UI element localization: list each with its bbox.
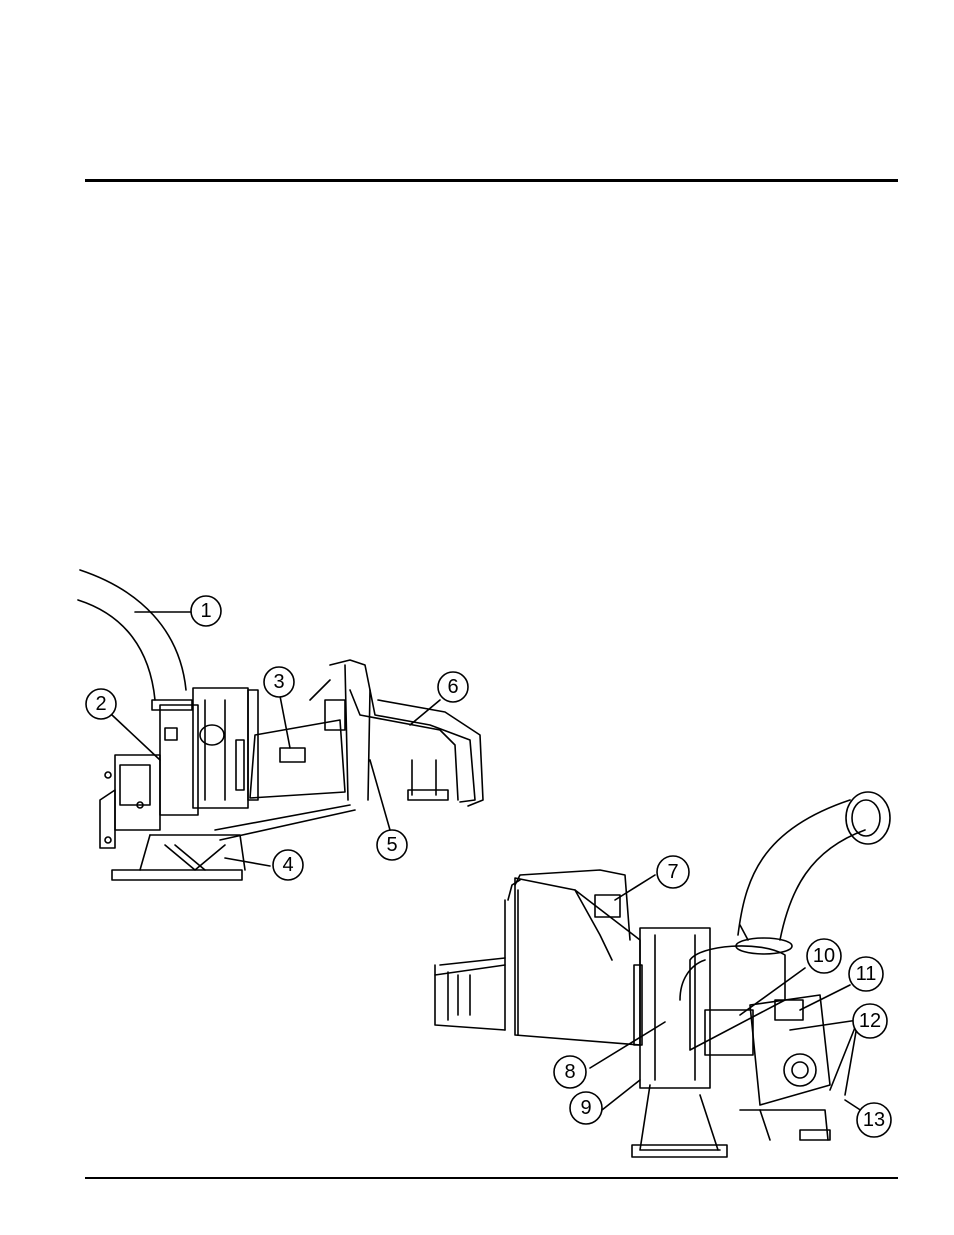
callout-9: 9	[569, 1091, 603, 1125]
callout-11: 11	[848, 956, 884, 992]
rear-view-machine	[434, 791, 891, 1158]
svg-text:3: 3	[273, 671, 284, 693]
svg-text:9: 9	[580, 1097, 591, 1119]
svg-text:8: 8	[564, 1061, 575, 1083]
callout-5: 5	[376, 829, 408, 861]
svg-text:10: 10	[813, 945, 835, 967]
callout-6: 6	[437, 671, 469, 703]
svg-text:13: 13	[863, 1109, 885, 1131]
callout-3: 3	[263, 666, 295, 698]
callout-12: 12	[852, 1003, 888, 1039]
svg-text:11: 11	[856, 963, 877, 985]
svg-text:5: 5	[386, 834, 397, 856]
callout-8: 8	[553, 1055, 587, 1089]
svg-text:6: 6	[447, 676, 458, 698]
svg-text:7: 7	[667, 861, 678, 883]
side-view-machine	[77, 569, 484, 881]
svg-text:1: 1	[200, 600, 211, 622]
callout-2: 2	[85, 688, 117, 720]
callout-4: 4	[272, 849, 304, 881]
svg-text:4: 4	[282, 854, 293, 876]
header-rule	[85, 179, 898, 182]
svg-text:2: 2	[95, 693, 106, 715]
callout-1: 1	[190, 595, 222, 627]
callout-13: 13	[856, 1102, 892, 1138]
svg-text:12: 12	[859, 1010, 881, 1032]
callout-7: 7	[656, 855, 690, 889]
footer-rule	[85, 1177, 898, 1179]
callout-10: 10	[806, 938, 842, 974]
